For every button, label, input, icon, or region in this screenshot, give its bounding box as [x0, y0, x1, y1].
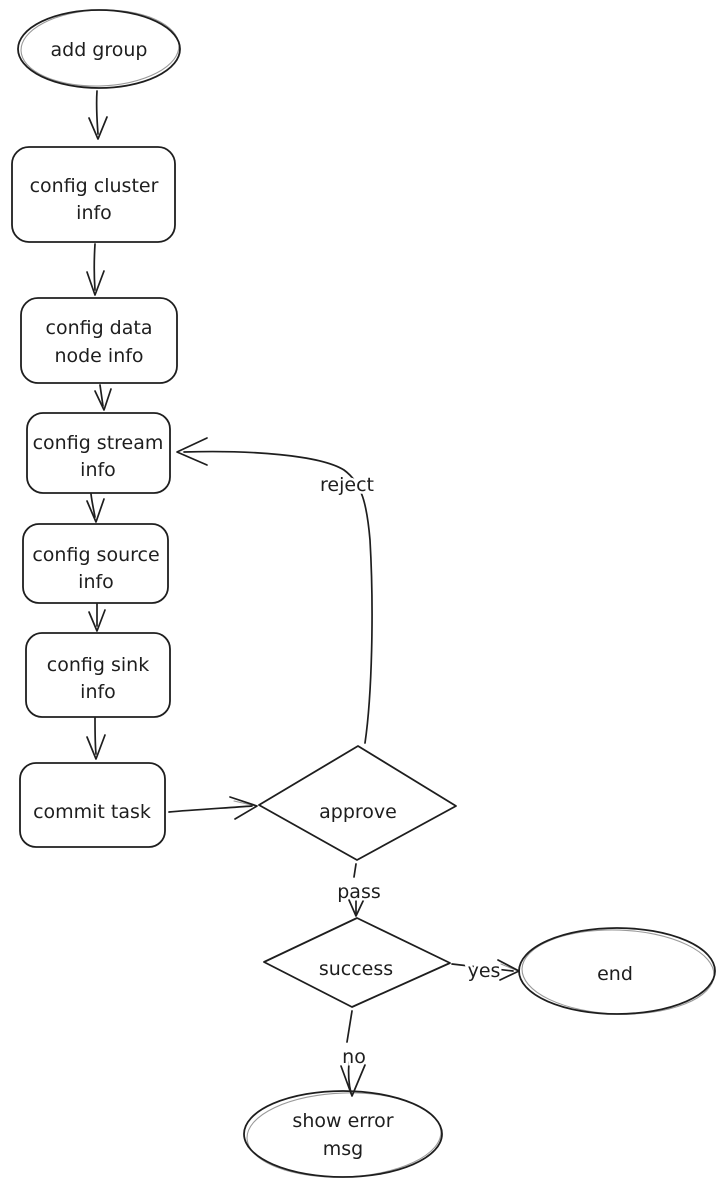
edge-config-sink-info-to-commit-task	[86, 717, 106, 760]
arrow-shaft	[94, 717, 97, 755]
node-end: end	[518, 927, 716, 1015]
end-shape-echo	[521, 929, 715, 1015]
config-sink-info-label-line2: info	[80, 681, 116, 703]
end-label: end	[597, 963, 633, 985]
approve-label: approve	[319, 801, 397, 823]
add-group-shape-echo	[20, 9, 180, 87]
arrow-shaft	[346, 1010, 353, 1043]
arrow-shaft	[451, 963, 514, 972]
arrow-head	[497, 959, 520, 981]
node-config-stream-info: config stream info	[26, 412, 171, 494]
edge-config-stream-info-to-config-source-info	[86, 493, 105, 523]
node-approve: approve	[258, 745, 457, 861]
arrow-head	[86, 734, 106, 760]
config-cluster-info-label-line2: info	[76, 202, 112, 224]
node-config-data-node-info: config data node info	[20, 297, 178, 384]
add-group-label: add group	[51, 39, 148, 61]
edge-config-source-info-to-config-sink-info	[88, 603, 106, 632]
config-source-info-shape	[22, 523, 169, 604]
node-success: success	[263, 917, 451, 1008]
node-add-group: add group	[17, 9, 181, 89]
edge-add-group-to-config-cluster-info	[88, 90, 108, 140]
arrow-head	[86, 270, 105, 296]
show-error-msg-label-line1: show error	[292, 1110, 393, 1132]
arrow-shaft	[99, 384, 104, 407]
config-sink-info-label-line1: config sink	[47, 654, 149, 676]
node-show-error-msg: show error msg	[243, 1090, 443, 1178]
edge-config-data-node-info-to-config-stream-info	[94, 384, 112, 411]
arrow-shaft	[95, 90, 99, 135]
arrow-head	[340, 1064, 366, 1097]
config-data-node-info-label-line1: config data	[46, 317, 153, 339]
config-cluster-info-label-line1: config cluster	[30, 175, 159, 197]
reject-edge-label: reject	[320, 474, 374, 496]
edge-approve-to-config-stream-info: reject	[176, 437, 376, 744]
show-error-msg-shape-echo	[246, 1092, 442, 1178]
node-commit-task: commit task	[19, 762, 166, 848]
config-data-node-info-shape	[20, 297, 178, 384]
add-group-shape	[17, 9, 181, 89]
config-stream-info-label-line2: info	[80, 459, 116, 481]
arrow-head	[229, 796, 258, 820]
edge-success-to-show-error-msg: no	[340, 1010, 368, 1097]
node-config-sink-info: config sink info	[25, 632, 171, 718]
arrow-shaft	[353, 863, 357, 878]
edge-success-to-end: yes	[451, 958, 520, 985]
arrow-head-echo	[500, 963, 519, 972]
config-source-info-label-line2: info	[78, 571, 114, 593]
arrow-shaft	[183, 450, 373, 744]
node-config-cluster-info: config cluster info	[11, 146, 176, 243]
arrow-shaft	[90, 493, 96, 518]
edge-commit-task-to-approve	[168, 796, 258, 820]
commit-task-shape	[19, 762, 166, 848]
node-config-source-info: config source info	[22, 523, 169, 604]
approve-shape	[258, 745, 457, 861]
arrow-head-echo	[233, 800, 257, 807]
show-error-msg-shape	[243, 1090, 443, 1178]
edge-approve-to-success: pass	[335, 863, 383, 917]
arrow-head	[86, 498, 105, 523]
config-stream-info-label-line1: config stream	[33, 432, 164, 454]
config-stream-info-shape	[26, 412, 171, 494]
arrow-shaft	[93, 243, 96, 291]
arrow-head	[176, 437, 208, 466]
arrow-head	[88, 116, 108, 140]
show-error-msg-label-line2: msg	[323, 1138, 363, 1160]
success-label: success	[319, 958, 393, 980]
pass-edge-label: pass	[337, 881, 381, 903]
config-cluster-info-shape	[11, 146, 176, 243]
no-edge-label: no	[342, 1046, 366, 1068]
commit-task-label: commit task	[33, 801, 151, 823]
yes-edge-label: yes	[468, 960, 501, 982]
config-data-node-info-label-line2: node info	[54, 345, 143, 367]
success-shape	[263, 917, 451, 1008]
edge-config-cluster-info-to-config-data-node-info	[86, 243, 105, 296]
config-source-info-label-line1: config source	[32, 544, 159, 566]
config-sink-info-shape	[25, 632, 171, 718]
arrow-head	[348, 898, 365, 917]
arrow-head	[94, 388, 112, 411]
arrow-head	[88, 609, 106, 632]
arrow-shaft	[168, 805, 253, 813]
